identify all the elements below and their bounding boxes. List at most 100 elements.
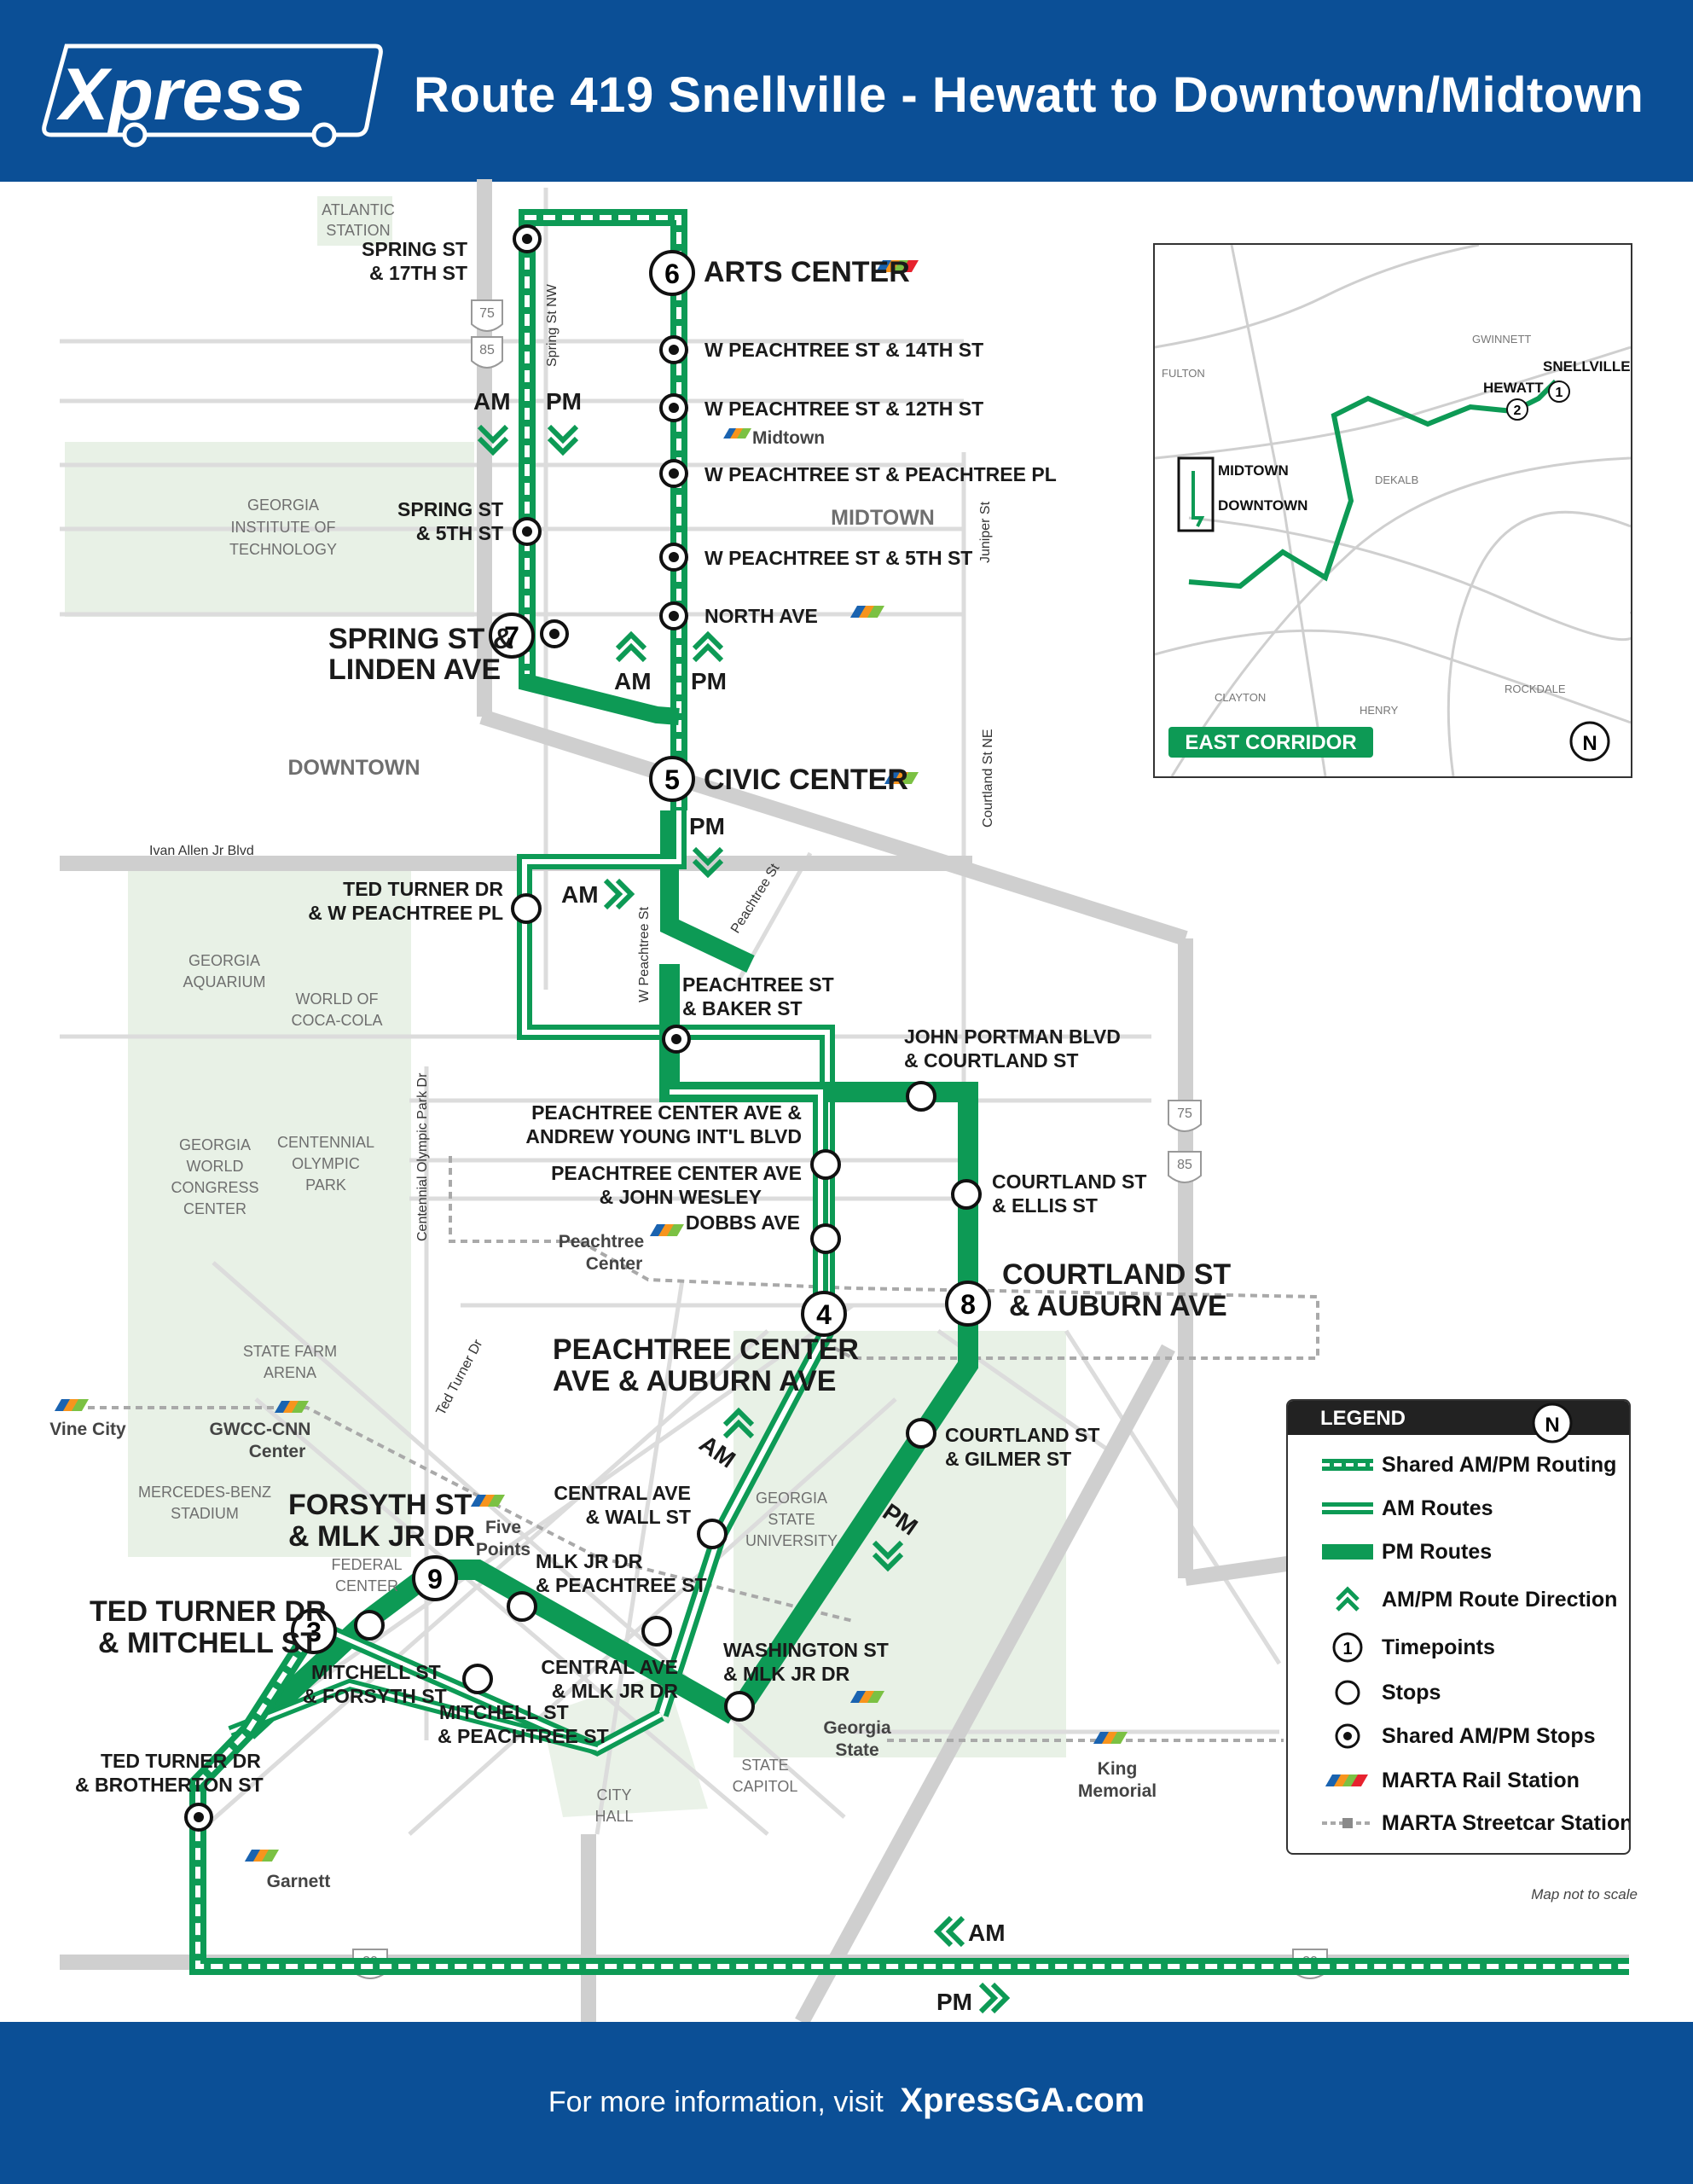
area-label: STATE FARM — [243, 1343, 337, 1360]
chevron-down-icon — [547, 424, 579, 444]
chevron-left-icon — [945, 1915, 965, 1948]
area-label: CENTENNIAL — [277, 1134, 374, 1151]
county-label: HENRY — [1360, 704, 1399, 717]
stop-icon[interactable] — [906, 1081, 936, 1112]
shared-route-swatch-icon — [1322, 1459, 1373, 1471]
timepoint-icon: 1 — [1332, 1632, 1363, 1663]
station-label: Vine City — [49, 1420, 126, 1439]
legend-row-timepoints: 1 Timepoints — [1288, 1630, 1629, 1664]
stop-label: TED TURNER DR — [343, 878, 503, 900]
svg-text:4: 4 — [816, 1299, 832, 1330]
stop-icon[interactable] — [906, 1418, 936, 1449]
stops — [354, 893, 982, 1722]
stop-icon[interactable] — [951, 1179, 982, 1210]
stop-label: & PEACHTREE ST — [438, 1725, 609, 1747]
marta-rail-icon — [274, 1401, 309, 1413]
area-label: ARENA — [264, 1364, 316, 1381]
stop-icon[interactable] — [810, 1149, 841, 1180]
shared-stop-icon[interactable] — [540, 619, 569, 648]
am-label: AM — [968, 1920, 1006, 1946]
timepoint-6[interactable]: 6 — [649, 250, 695, 296]
stop-icon[interactable] — [641, 1616, 672, 1647]
stop-label: & PEACHTREE ST — [536, 1574, 707, 1596]
timepoint-8[interactable]: 8 — [945, 1281, 991, 1327]
area-label: OLYMPIC — [292, 1155, 360, 1172]
shared-stop-icon[interactable] — [662, 1025, 691, 1054]
footer-info: For more information, visit XpressGA.com — [0, 2082, 1693, 2120]
station-label: Garnett — [267, 1872, 331, 1891]
stop-icon[interactable] — [511, 893, 542, 924]
stop-icon[interactable] — [507, 1591, 537, 1622]
area-label: UNIVERSITY — [745, 1532, 838, 1549]
stop-label: PEACHTREE CENTER AVE — [551, 1162, 802, 1184]
shared-stop-icon[interactable] — [659, 393, 688, 422]
shared-stop-icon[interactable] — [513, 224, 542, 253]
stop-label: & FORSYTH ST — [303, 1685, 447, 1707]
pm-label: PM — [691, 668, 727, 694]
pm-label: PM — [936, 1989, 972, 2015]
timepoint-label: TED TURNER DR — [90, 1595, 327, 1628]
inset-downtown-box — [1177, 456, 1215, 532]
pm-route-linden — [519, 674, 680, 725]
station-label: Memorial — [1078, 1781, 1157, 1801]
marta-rail-icon — [723, 428, 751, 439]
area-label: FEDERAL — [331, 1556, 402, 1573]
shared-stop-icon[interactable] — [659, 335, 688, 364]
marta-stations — [54, 260, 1128, 1862]
header-bar — [0, 0, 1693, 182]
station-label: State — [835, 1740, 878, 1760]
district-label: MIDTOWN — [831, 506, 935, 530]
chevron-left-icon — [933, 1915, 954, 1948]
legend-row-shared: Shared AM/PM Routing — [1288, 1448, 1629, 1482]
chevron-right-icon — [978, 1982, 999, 2014]
svg-text:1: 1 — [1342, 1640, 1352, 1658]
timepoint-3[interactable]: 3 — [291, 1608, 337, 1654]
timepoint-4[interactable]: 4 — [801, 1291, 847, 1337]
area-label: STATION — [326, 222, 390, 239]
stop-label: W PEACHTREE ST & 14TH ST — [704, 339, 983, 361]
marta-rail-icon — [649, 1224, 684, 1236]
stop-legend-icon — [1335, 1680, 1360, 1705]
station-label: King — [1098, 1759, 1138, 1779]
direction-labels: AM PM AM PM PM AM AM PM AM PM — [473, 388, 1006, 2015]
stop-label: W PEACHTREE ST & PEACHTREE PL — [704, 463, 1057, 485]
stop-icon[interactable] — [697, 1519, 728, 1549]
inset-timepoint-1 — [1548, 380, 1570, 403]
shared-stop-icon[interactable] — [659, 459, 688, 488]
street-label: Juniper St — [978, 501, 993, 563]
area-label: WORLD — [187, 1158, 244, 1175]
shared-stop-icon[interactable] — [513, 517, 542, 546]
i85-shield-icon — [471, 336, 503, 369]
area-label: WORLD OF — [296, 990, 379, 1008]
stop-icon[interactable] — [724, 1691, 755, 1722]
stop-label: & COURTLAND ST — [904, 1049, 1078, 1072]
shared-stop-icon[interactable] — [659, 543, 688, 572]
chevron-up-icon — [615, 642, 647, 663]
chevron-down-icon — [872, 1552, 904, 1572]
pm-label: PM — [689, 813, 725, 839]
timepoint-7[interactable]: 7 — [489, 613, 535, 659]
timepoint-9[interactable]: 9 — [412, 1555, 458, 1601]
legend-row-am: AM Routes — [1288, 1491, 1629, 1525]
stop-icon[interactable] — [462, 1664, 493, 1694]
area-label: HALL — [594, 1808, 633, 1825]
svg-text:N: N — [1582, 732, 1597, 755]
stop-label: W PEACHTREE ST & 12TH ST — [704, 398, 983, 420]
street-label: Courtland St NE — [981, 729, 995, 828]
timepoint-label: CIVIC CENTER — [704, 764, 908, 796]
stop-label: PEACHTREE CENTER AVE & — [531, 1101, 802, 1124]
stop-label: & 17TH ST — [369, 262, 467, 284]
shared-stop-icon[interactable] — [184, 1803, 213, 1832]
svg-text:N: N — [1545, 1414, 1559, 1437]
timepoint-5[interactable]: 5 — [649, 756, 695, 802]
stop-label: CENTRAL AVE — [554, 1482, 691, 1504]
footer-link[interactable]: XpressGA.com — [900, 2082, 1145, 2119]
stop-icon[interactable] — [354, 1610, 385, 1641]
shared-stop-icon[interactable] — [659, 601, 688, 630]
stop-label: & W PEACHTREE PL — [308, 902, 503, 924]
svg-text:3: 3 — [306, 1617, 322, 1647]
chevron-up-icon — [722, 1419, 755, 1439]
stop-icon[interactable] — [810, 1223, 841, 1254]
area-label: CAPITOL — [733, 1778, 798, 1795]
marta-rail-icon — [54, 1399, 89, 1411]
